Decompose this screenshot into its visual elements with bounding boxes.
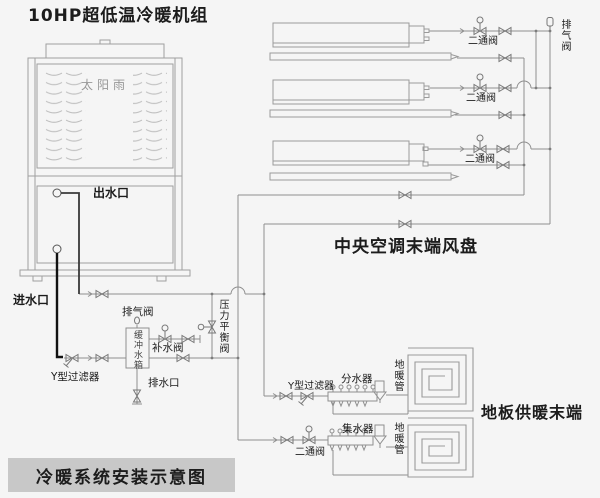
collector-knobs [329,428,367,436]
unit-top-cap [45,43,165,59]
distributor-manifold [327,380,387,408]
fan-coil-unit-2 [269,79,460,118]
collector-label: 集水器 [342,423,374,435]
outlet-label: 出水口 [93,186,130,200]
collector-manifold [327,424,387,452]
air-separator-icon [373,380,387,403]
buffer-tank [125,327,150,369]
y-filter-label: Y型过滤器 [51,371,100,383]
inlet-pipe [55,253,63,359]
tank-air-vent-label: 排气阀 [122,306,154,318]
drain-line [132,368,142,405]
makeup-valve-icon [158,324,172,343]
y-filter-icon [63,354,79,368]
heat-pump-unit [19,39,191,282]
two-way-valve-icon [473,134,487,153]
tank-air-vent-icon [134,316,140,325]
pressure-balance-valve-label: 压力平衡阀 [217,299,228,354]
y-filter-icon [298,392,314,406]
floor-coil-lower [407,417,474,478]
unit-title: 10HP超低温冷暖机组 [28,6,209,26]
fan-coil-unit-1 [269,22,460,61]
unit-top-notch [99,39,111,45]
air-separator-icon [373,424,387,448]
outlet-port [52,188,62,198]
drain-label: 排水口 [148,377,180,389]
manifolds [327,380,387,452]
inlet-port [52,244,62,254]
air-vent-label: 排气阀 [559,19,570,52]
pressure-balance-valve-icon [197,320,216,334]
distributor-label: 分水器 [341,373,373,385]
fcu2-supply [430,80,550,89]
makeup-valve-label: 补水阀 [152,342,184,354]
two-way-valve-label: 二通阀 [465,154,495,165]
diagram-title: 冷暖系统安装示意图 [36,467,207,488]
louver-grid-right [133,70,167,164]
floor-return-line [238,439,408,476]
two-way-valve-label: 二通阀 [466,93,496,104]
two-way-valve-icon [473,16,487,35]
floor-coil-upper [407,347,474,412]
unit-base [19,269,191,277]
louver-grid-left [44,70,86,164]
outlet-pipe [61,192,80,294]
fcu3-supply [428,141,550,150]
junction-dots [210,29,552,360]
unit-lower-panel [36,185,174,264]
floor-two-way-valve-label: 二通阀 [295,447,325,458]
two-way-valve-icon [473,73,487,92]
floor-section-label: 地板供暖末端 [481,403,584,422]
two-way-valve-label: 二通阀 [468,36,498,47]
floor-supply-line [264,394,409,415]
piping [64,26,551,476]
buffer-tank-label: 缓冲水箱 [132,330,142,370]
fan-coil-section-label: 中央空调末端风盘 [334,237,478,257]
two-way-valve-icon [302,425,316,444]
distributor-knobs [330,384,376,392]
floor-y-filter-label: Y型过滤器 [288,381,335,392]
fan-coil-units [269,22,460,181]
floor-pipe-label: 地暖管 [392,359,403,392]
makeup-line [149,335,201,343]
flow-arrows [87,28,465,443]
unit-vent-panel [36,63,174,169]
diagram-title-box: 冷暖系统安装示意图 [8,458,235,492]
dark-pipes [55,192,80,359]
inlet-label: 进水口 [13,293,50,307]
air-vent-icon [546,17,554,31]
fan-coil-unit-3 [269,140,460,181]
unit-brand-label: 太阳雨 [81,78,130,92]
floor-pipe-label: 地暖管 [392,422,403,455]
floor-coils [407,347,474,478]
